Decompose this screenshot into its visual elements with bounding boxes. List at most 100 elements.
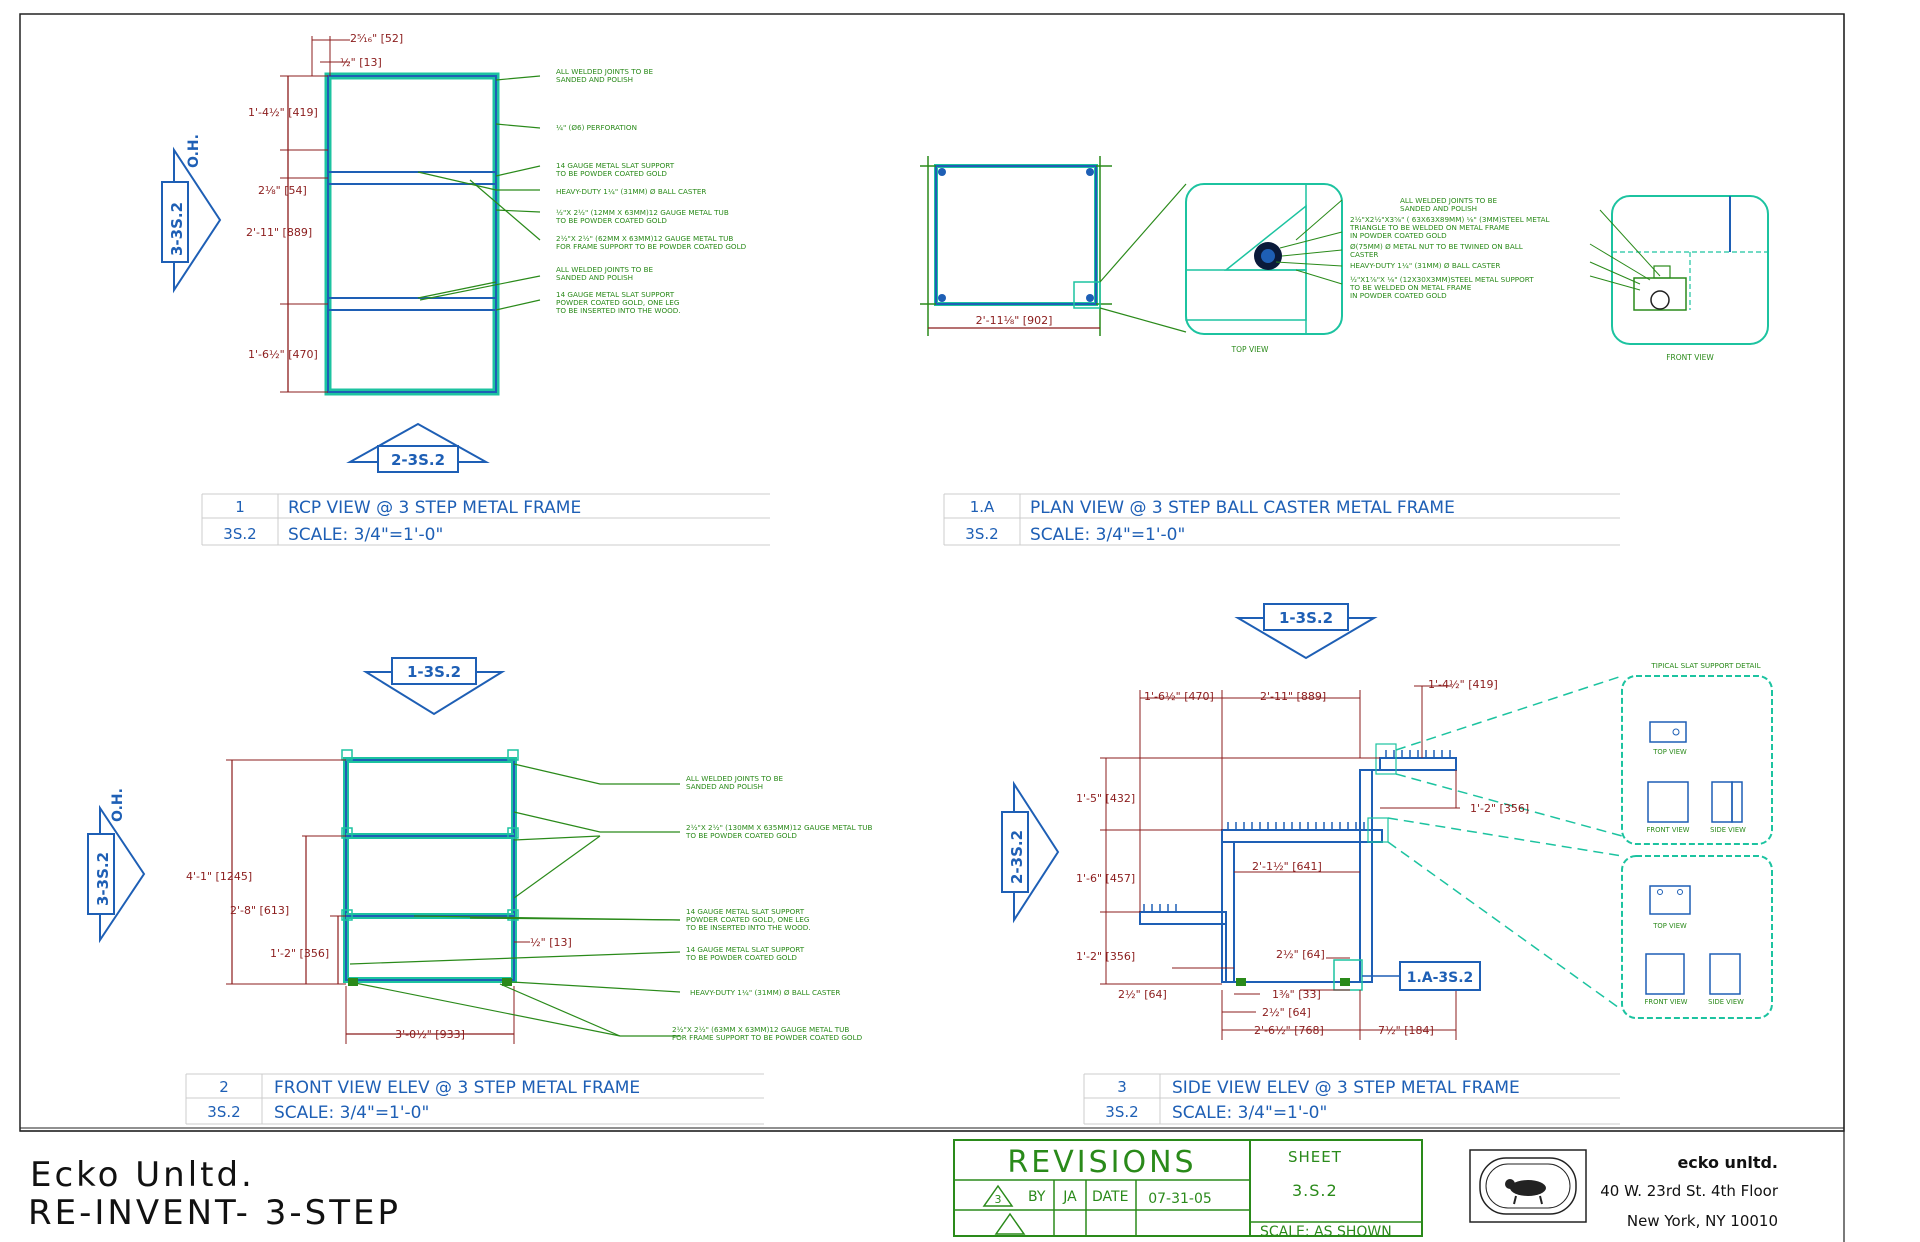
drawing-scale: SCALE: 3/4"=1'-0" — [274, 1103, 429, 1123]
project-name: Ecko Unltd. — [30, 1155, 255, 1195]
dim-label: 2'-11" [889] — [246, 226, 312, 239]
drawing-2-title: 2 3S.2 FRONT VIEW ELEV @ 3 STEP METAL FR… — [185, 1073, 764, 1125]
front-view-frame: 4'-1" [1245] 2'-8" [613] 1'-2" [356] ½" … — [186, 749, 681, 1044]
dim-label: 2½" [64] — [1276, 948, 1325, 961]
note-text: ½"X 2½" (12MM X 63MM)12 GAUGE METAL TUB — [556, 208, 729, 217]
dim-label: 4'-1" [1245] — [186, 870, 252, 883]
section-tag-label: 2-3S.2 — [1008, 830, 1026, 884]
view-label: TOP VIEW — [1652, 922, 1687, 930]
note-text: HEAVY-DUTY 1¼" (31MM) Ø BALL CASTER — [1350, 261, 1500, 270]
dim-label: 1'-2" [356] — [1470, 802, 1529, 815]
by-value: JA — [1062, 1189, 1077, 1205]
note-text: POWDER COATED GOLD, ONE LEG — [686, 915, 809, 924]
note-text: FOR FRAME SUPPORT TO BE POWDER COATED GO… — [672, 1033, 863, 1042]
note-text: FOR FRAME SUPPORT TO BE POWDER COATED GO… — [556, 242, 747, 251]
section-tag-label: 1.A-3S.2 — [1407, 970, 1474, 986]
note-text: HEAVY-DUTY 1¼" (31MM) Ø BALL CASTER — [690, 988, 840, 997]
section-tag-1-3s2-side: 1-3S.2 — [1234, 603, 1378, 660]
view-label: SIDE VIEW — [1710, 826, 1746, 834]
view-label: SIDE VIEW — [1708, 998, 1744, 1006]
sheet-label: SHEET — [1288, 1148, 1342, 1166]
note-text: ALL WELDED JOINTS TO BE — [556, 265, 654, 274]
drawing-scale: SCALE: 3/4"=1'-0" — [1172, 1103, 1327, 1123]
dim-label: 1'-6½" [470] — [1144, 690, 1214, 703]
drawing-number: 2 — [219, 1078, 229, 1096]
section-tag-label: 3-3S.2 — [168, 202, 186, 256]
note-text: 2½"X2½"X3⅝" ( 63X63X89MM) ⅛" (3MM)STEEL … — [1350, 215, 1550, 224]
note-text: 2½"X 2½" (62MM X 63MM)12 GAUGE METAL TUB — [556, 234, 733, 243]
sheet-number: 3.S.2 — [1292, 1181, 1338, 1200]
drawing-scale: SCALE: 3/4"=1'-0" — [1030, 525, 1185, 545]
view-label: TOP VIEW — [1652, 748, 1687, 756]
section-tag-2-3s2: 2-3S.2 — [346, 422, 490, 473]
outer-border — [19, 13, 1845, 1132]
note-text: TO BE POWDER COATED GOLD — [555, 169, 667, 178]
note-text: IN POWDER COATED GOLD — [1350, 291, 1447, 300]
drawing-title: FRONT VIEW ELEV @ 3 STEP METAL FRAME — [274, 1078, 640, 1098]
drawing-number: 1.A — [970, 498, 995, 516]
scale-text: SCALE: AS SHOWN — [1260, 1224, 1392, 1240]
drawing-sheet: 3S.2 — [1105, 1103, 1138, 1121]
project-subtitle: RE-INVENT- 3-STEP — [28, 1193, 401, 1233]
note-text: TO BE POWDER COATED GOLD — [685, 953, 797, 962]
drawing-number: 1 — [235, 498, 245, 516]
note-text: TO BE INSERTED INTO THE WOOD. — [685, 923, 811, 932]
note-text: ¼" (Ø6) PERFORATION — [556, 123, 637, 132]
note-text: SANDED AND POLISH — [556, 273, 633, 282]
plan-detail-notes: ALL WELDED JOINTS TO BE SANDED AND POLIS… — [1275, 196, 1550, 300]
rcp-view-dimensions: 2⁵⁄₁₆" [52] ½" [13] 1'-4½" [419] 2⅛" [54… — [246, 32, 403, 361]
note-text: TO BE INSERTED INTO THE WOOD. — [555, 306, 681, 315]
note-text: 2½"X 2½" (130MM X 635MM)12 GAUGE METAL T… — [686, 823, 873, 832]
note-text: CASTER — [1350, 250, 1378, 259]
plan-detail-top-view: TOP VIEW — [1185, 183, 1343, 354]
drawing-title: PLAN VIEW @ 3 STEP BALL CASTER METAL FRA… — [1030, 498, 1455, 518]
note-text: 14 GAUGE METAL SLAT SUPPORT — [686, 907, 805, 916]
note-text: SANDED AND POLISH — [556, 75, 633, 84]
dim-label: 2⅛" [54] — [258, 184, 307, 197]
slat-support-detail: TIPICAL SLAT SUPPORT DETAIL TOP VIEW FRO… — [1621, 661, 1773, 1019]
drawing-number: 3 — [1117, 1078, 1127, 1096]
view-label: TOP VIEW — [1231, 345, 1269, 354]
company-address-2: New York, NY 10010 — [1627, 1212, 1778, 1230]
drawing-border — [19, 13, 1845, 1129]
dim-label: 1'-4½" [419] — [248, 106, 318, 119]
dim-label: 7½" [184] — [1378, 1024, 1434, 1037]
view-label: FRONT VIEW — [1644, 998, 1687, 1006]
rcp-view-notes: ALL WELDED JOINTS TO BE SANDED AND POLIS… — [555, 67, 747, 315]
note-text: 14 GAUGE METAL SLAT SUPPORT — [686, 945, 805, 954]
dim-label: 2'-1½" [641] — [1252, 860, 1322, 873]
dim-label: ½" [13] — [340, 56, 382, 69]
dim-label: 1'-6½" [470] — [248, 348, 318, 361]
drawing-title: SIDE VIEW ELEV @ 3 STEP METAL FRAME — [1172, 1078, 1520, 1098]
revision-number: 3 — [995, 1193, 1002, 1206]
note-text: POWDER COATED GOLD, ONE LEG — [556, 298, 679, 307]
note-text: TO BE POWDER COATED GOLD — [555, 216, 667, 225]
dim-label: 2½" [64] — [1262, 1006, 1311, 1019]
dim-label: 1'-2" [356] — [1076, 950, 1135, 963]
drawing-3-title: 3 3S.2 SIDE VIEW ELEV @ 3 STEP METAL FRA… — [1083, 1073, 1620, 1125]
section-tag-3-3s2-top: 3-3S.2 O.H. — [161, 134, 222, 294]
ecko-logo — [1469, 1149, 1587, 1223]
section-tag-label: 1-3S.2 — [407, 663, 461, 681]
drawing-sheet: 3S.2 — [223, 525, 256, 543]
drawing-title: RCP VIEW @ 3 STEP METAL FRAME — [288, 498, 581, 518]
drawing-1a-title: 1.A 3S.2 PLAN VIEW @ 3 STEP BALL CASTER … — [943, 493, 1620, 546]
note-text: IN POWDER COATED GOLD — [1350, 231, 1447, 240]
dim-label: 2½" [64] — [1118, 988, 1167, 1001]
detail-title: TIPICAL SLAT SUPPORT DETAIL — [1650, 661, 1760, 670]
note-text: ALL WELDED JOINTS TO BE — [1400, 196, 1498, 205]
note-text: SANDED AND POLISH — [1400, 204, 1477, 213]
rcp-view-frame — [280, 36, 541, 396]
note-text: HEAVY-DUTY 1¼" (31MM) Ø BALL CASTER — [556, 187, 706, 196]
drawing-sheet: 3S.2 — [965, 525, 998, 543]
dim-label: 1⅜" [33] — [1272, 988, 1321, 1001]
note-text: ½"X1⅞"X ⅛" (12X30X3MM)STEEL METAL SUPPOR… — [1350, 275, 1534, 284]
dim-label: 1'-5" [432] — [1076, 792, 1135, 805]
plan-view-frame: 2'-11⅛" [902] — [920, 156, 1187, 336]
side-view-frame: 1'-6½" [470] 2'-11" [889] 1'-4½" [419] 1… — [1076, 675, 1623, 1040]
dim-label: 3'-0½" [933] — [395, 1028, 465, 1041]
company-address-1: 40 W. 23rd St. 4th Floor — [1600, 1182, 1779, 1200]
note-text: TO BE POWDER COATED GOLD — [685, 831, 797, 840]
project-title: Ecko Unltd. RE-INVENT- 3-STEP — [28, 1155, 401, 1233]
